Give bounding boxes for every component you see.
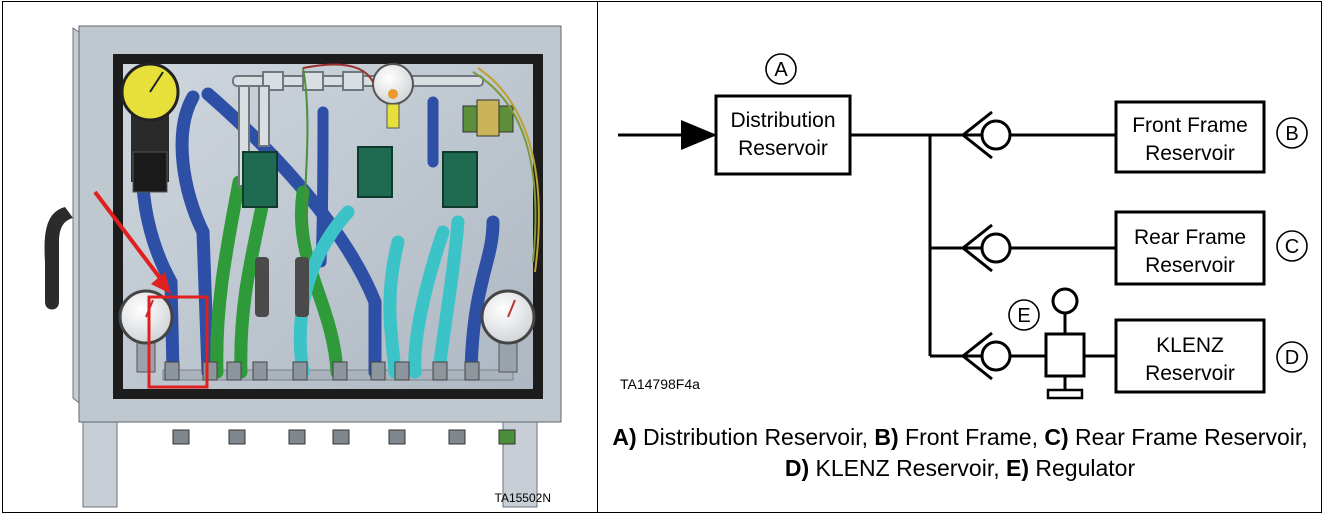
svg-text:A: A [774,59,788,81]
svg-text:E: E [1017,305,1030,327]
marker-a: A [765,53,797,85]
distribution-reservoir-box: Distribution Reservoir [714,94,852,176]
klenz-reservoir-box: KLENZ Reservoir [1114,318,1266,394]
svg-text:KLENZ: KLENZ [1156,334,1224,357]
schematic-panel: A Distribution Reservoir Front Frame Res… [598,2,1321,512]
caption-key-e: E) [1006,455,1029,481]
top-fittings [232,71,484,187]
caption-key-d: D) [784,455,810,481]
hose-clamps [255,257,309,317]
caption-text-e: Regulator [1029,455,1136,481]
branch-klenz [930,331,1116,381]
branch-rear-frame [930,223,1116,273]
svg-text:Reservoir: Reservoir [1145,142,1235,165]
check-valve-b-icon [960,110,993,160]
cabinet-illustration-panel: TA15502N [3,2,597,512]
svg-text:D: D [1285,347,1299,369]
cabinet-illustration: TA15502N [44,25,562,508]
photo-figure-id: TA15502N [495,491,551,505]
check-valve-d-icon [960,331,993,381]
svg-text:C: C [1285,236,1299,258]
terminal-block [462,99,514,137]
svg-text:Distribution: Distribution [730,109,835,132]
marker-c: C [1276,230,1308,262]
pressure-gauge-right [480,289,536,373]
caption-key-a: A) [612,424,637,450]
wires [302,63,540,273]
valve-blocks [242,146,478,208]
regulator-icon [1044,287,1086,400]
marker-e: E [1008,299,1040,331]
cabinet-leg-left [82,421,118,508]
svg-text:Front Frame: Front Frame [1132,114,1248,137]
caption-key-c: C) [1044,424,1069,450]
highlight-arrow-shaft [93,190,165,284]
rear-frame-reservoir-box: Rear Frame Reservoir [1114,210,1266,286]
highlight-arrow-head [151,272,171,294]
marker-d: D [1276,341,1308,373]
svg-text:Reservoir: Reservoir [1145,362,1235,385]
svg-text:Rear Frame: Rear Frame [1134,226,1246,249]
door-handle [44,207,73,310]
caption-text-d: KLENZ Reservoir, [809,455,1006,481]
regulator [120,62,180,193]
highlight-box [147,295,209,389]
caption-text-c: Rear Frame Reservoir, [1068,424,1308,450]
front-frame-reservoir-box: Front Frame Reservoir [1114,100,1266,174]
check-valve-c-icon [960,223,993,273]
caption-text-a: Distribution Reservoir, [636,424,875,450]
diagram-caption: A) Distribution Reservoir, B) Front Fram… [606,422,1314,484]
diagram-figure-id: TA14798F4a [620,376,700,392]
branch-front-frame [930,110,1116,160]
schematic-diagram: A Distribution Reservoir Front Frame Res… [618,53,1308,400]
caption-key-b: B) [874,424,899,450]
panel-divider [597,1,598,513]
svg-text:B: B [1285,123,1298,145]
caption-text-b: Front Frame, [898,424,1045,450]
svg-text:Reservoir: Reservoir [1145,254,1235,277]
bottom-fittings [164,361,480,381]
marker-b: B [1276,117,1308,149]
external-ports [172,429,516,445]
svg-text:Reservoir: Reservoir [738,137,828,160]
top-gauge [372,63,414,129]
